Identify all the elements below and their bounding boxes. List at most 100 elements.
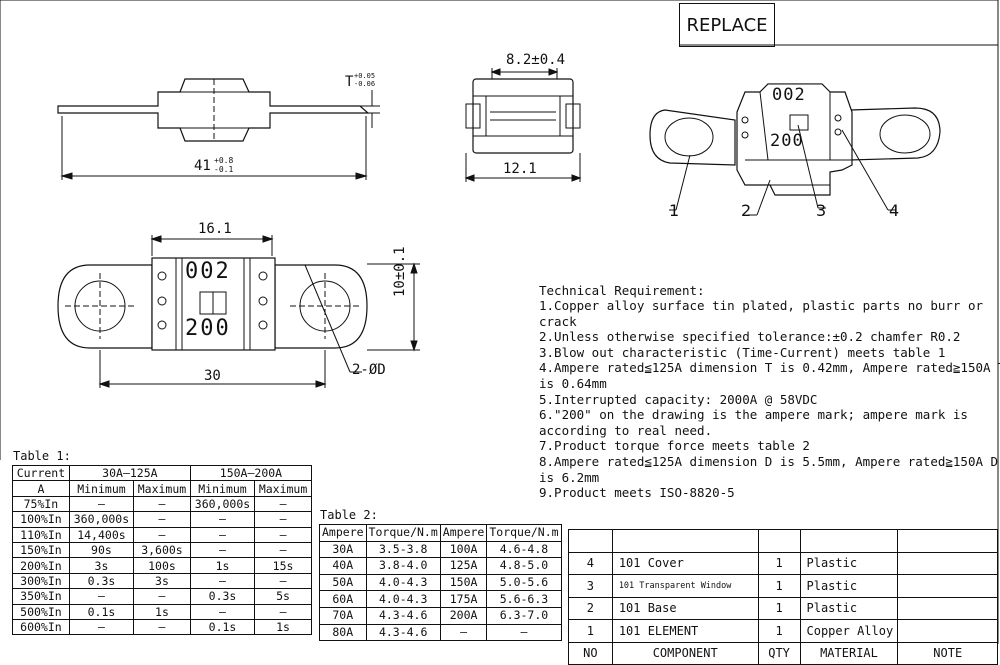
- table-row: 75%In——360,000s—: [12, 495, 312, 513]
- length-dimension: 41: [194, 158, 211, 174]
- table-cell: 300%In: [12, 572, 70, 590]
- iso-mark-top: 002: [772, 85, 806, 105]
- table-cell: Maximum: [254, 480, 312, 497]
- table-cell: —: [133, 511, 191, 528]
- length-tolerance: +0.8 -0.1: [214, 156, 233, 174]
- table-cell: 70A: [319, 606, 367, 625]
- table-cell: 150A—200A: [189, 464, 313, 482]
- width-top-dimension: 8.2±0.4: [506, 52, 565, 68]
- table-cell: 0.1s: [68, 603, 135, 620]
- table-cell: 1: [568, 619, 613, 643]
- table-row: Ampere Torque/N.m Ampere Torque/N.m: [319, 524, 562, 542]
- table1-caption: Table 1:: [13, 449, 71, 463]
- tech-line: is 0.64mm: [539, 375, 607, 391]
- table-cell: —: [68, 495, 135, 513]
- thickness-dimension: T: [345, 74, 353, 90]
- table-cell: 80A: [319, 623, 367, 642]
- table-cell: [897, 574, 998, 598]
- table-cell: 1: [757, 551, 801, 575]
- table-cell: 100s: [133, 557, 191, 574]
- table-cell: —: [189, 572, 256, 590]
- table-cell: 15s: [254, 557, 312, 574]
- table-cell: NO: [568, 641, 613, 665]
- table-cell: [799, 529, 899, 553]
- tech-line: 8.Ampere rated≦125A dimension D is 5.5mm…: [539, 453, 999, 469]
- technical-requirements: Technical Requirement: 1.Copper alloy su…: [539, 283, 1000, 501]
- table-cell: 4.3-4.6: [365, 606, 441, 625]
- table-cell: MATERIAL: [799, 641, 899, 665]
- callout-2: 2: [741, 201, 752, 220]
- iso-mark-bottom: 200: [770, 131, 804, 151]
- table-cell: 30A: [319, 540, 367, 559]
- front-mark-bottom: 200: [185, 316, 231, 341]
- table-cell: 125A: [439, 557, 488, 575]
- thickness-tolerance: +0.05 -0.06: [354, 72, 375, 88]
- table-cell: 1: [757, 574, 801, 598]
- table-cell: 4.6-4.8: [486, 540, 562, 559]
- table-cell: Torque/N.m: [365, 524, 441, 542]
- table-cell: Minimum: [68, 480, 135, 497]
- tech-line: 4.Ampere rated≦125A dimension T is 0.42m…: [539, 360, 1000, 376]
- table-cell: 1s: [189, 557, 256, 574]
- table-cell: 500%In: [12, 603, 70, 620]
- table-cell: Plastic: [799, 596, 899, 620]
- table-cell: 90s: [68, 541, 135, 559]
- length-value: 41: [194, 158, 211, 174]
- table-cell: —: [189, 526, 256, 543]
- table-cell: —: [254, 526, 312, 543]
- technical-drawing: [0, 0, 999, 644]
- table-cell: 100%In: [12, 511, 70, 528]
- tech-line: 7.Product torque force meets table 2: [539, 438, 810, 454]
- body-width-dimension: 16.1: [198, 221, 232, 237]
- table-cell: Plastic: [799, 574, 899, 598]
- table-cell: QTY: [757, 641, 801, 665]
- table-cell: 1: [757, 619, 801, 643]
- table-cell: 3s: [133, 572, 191, 590]
- table-cell: —: [254, 541, 312, 559]
- table-row: A Minimum Maximum Minimum Maximum: [12, 480, 312, 497]
- tech-line: 1.Copper alloy surface tin plated, plast…: [539, 298, 984, 313]
- callout-1: 1: [669, 201, 680, 220]
- table-cell: 1s: [254, 618, 312, 636]
- height-dimension: 10±0.1: [392, 246, 408, 297]
- table-cell: [757, 529, 801, 553]
- tech-line: according to real need.: [539, 422, 713, 438]
- table1-blow-out-characteristic: Current 30A—125A 150A—200A A Minimum Max…: [12, 464, 313, 636]
- table2-caption: Table 2:: [320, 508, 378, 522]
- table-cell: 4: [568, 551, 613, 575]
- table-cell: 360,000s: [68, 511, 135, 528]
- table-cell: 101 Cover: [611, 551, 759, 575]
- table-cell: Plastic: [799, 551, 899, 575]
- table-cell: 110%In: [12, 526, 70, 543]
- callout-3: 3: [816, 201, 827, 220]
- table-cell: —: [68, 618, 135, 636]
- replace-stamp: REPLACE: [679, 3, 775, 47]
- table-cell: —: [189, 511, 256, 528]
- table-cell: 360,000s: [189, 495, 256, 513]
- tech-line: 6."200" on the drawing is the ampere mar…: [539, 407, 968, 423]
- width-bottom-value: 12.1: [503, 161, 537, 177]
- table-cell: —: [189, 541, 256, 559]
- table-row: Current 30A—125A 150A—200A: [12, 464, 313, 482]
- table-cell: 1s: [133, 603, 191, 620]
- table-cell: Copper Alloy: [799, 619, 899, 643]
- table-cell: Ampere: [319, 524, 367, 542]
- table-cell: 150%In: [12, 541, 70, 559]
- table-cell: —: [68, 588, 135, 605]
- table-cell: 3: [568, 574, 613, 598]
- tech-line: crack: [539, 313, 577, 329]
- table-cell: Current: [12, 464, 70, 482]
- table-cell: 0.3s: [68, 572, 135, 590]
- callout-4: 4: [889, 201, 900, 220]
- table-cell: 0.1s: [189, 618, 256, 636]
- table-cell: COMPONENT: [611, 641, 759, 665]
